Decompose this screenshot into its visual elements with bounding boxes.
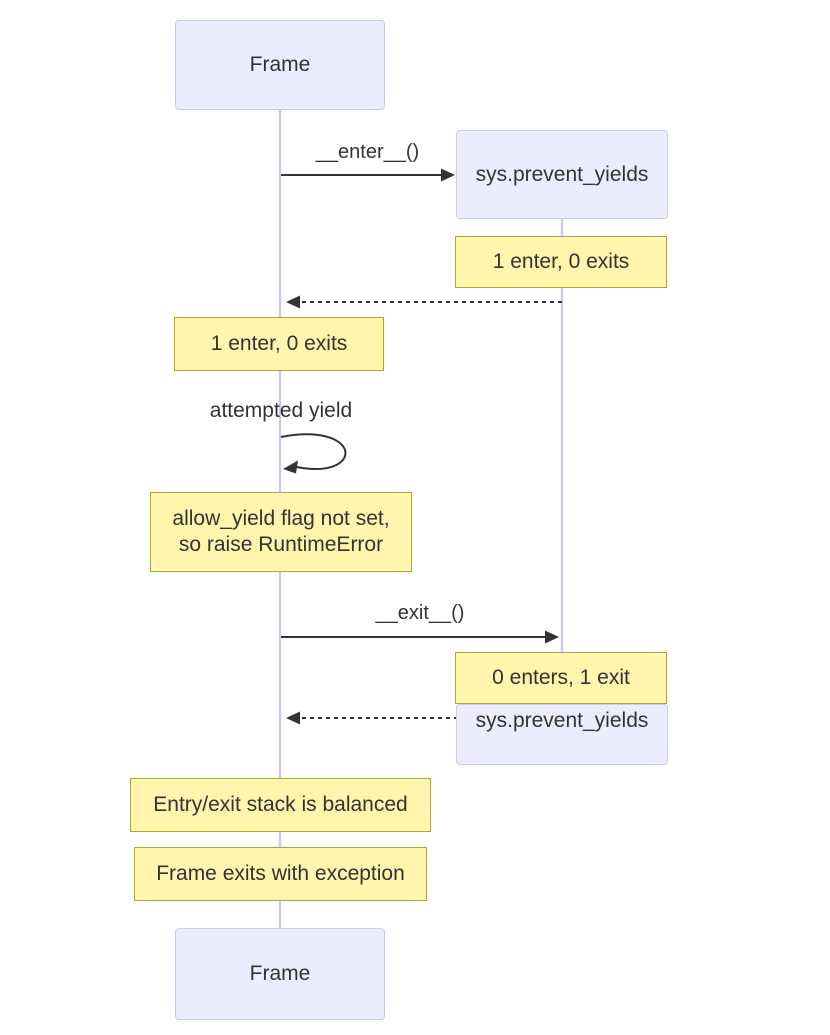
note-sys-after-enter: 1 enter, 0 exits	[455, 236, 667, 288]
note-yield-error: allow_yield flag not set, so raise Runti…	[150, 492, 412, 572]
note-stack-balanced: Entry/exit stack is balanced	[130, 778, 431, 832]
note-sys-after-exit: 0 enters, 1 exit	[455, 652, 667, 704]
return-after-enter-arrow	[286, 295, 562, 309]
self-loop-arrow	[280, 433, 347, 474]
self-loop-label: attempted yield	[209, 399, 353, 422]
exit-call-label: __exit__()	[375, 602, 465, 624]
actor-frame-bottom: Frame	[175, 928, 385, 1020]
actor-sys-destroyed: sys.prevent_yields	[456, 704, 668, 765]
actor-frame-top: Frame	[175, 20, 385, 110]
exit-arrow	[281, 630, 559, 644]
note-frame-after-enter: 1 enter, 0 exits	[174, 317, 384, 371]
actor-sys-created: sys.prevent_yields	[456, 130, 668, 219]
enter-arrow	[281, 168, 455, 182]
note-frame-exception: Frame exits with exception	[134, 847, 427, 901]
enter-call-label: __enter__()	[315, 141, 420, 163]
